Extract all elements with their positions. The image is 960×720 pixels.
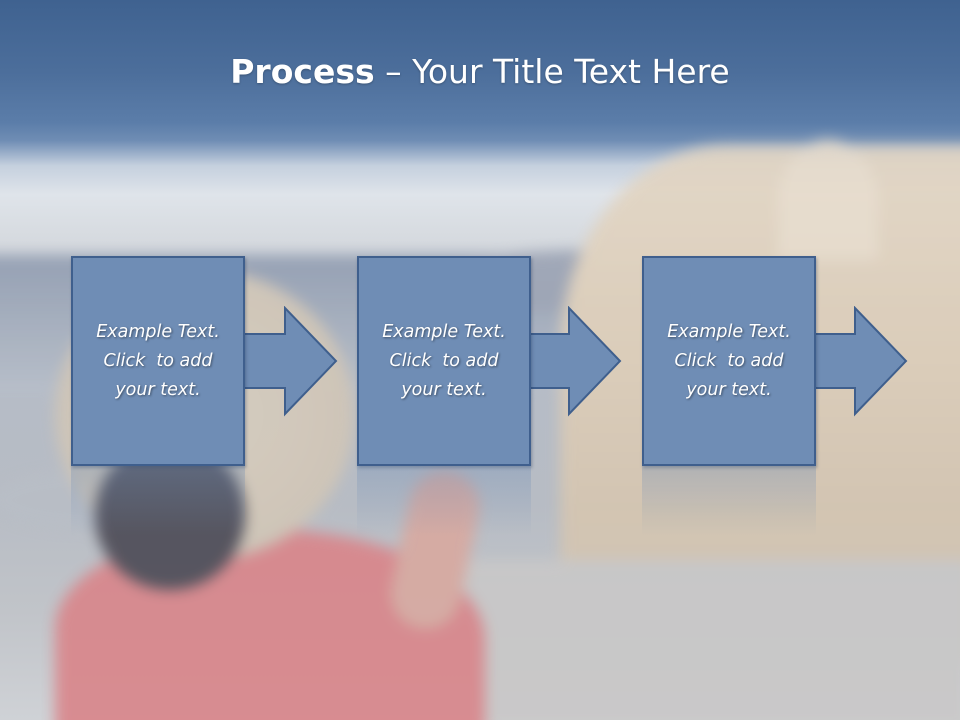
step-box-1[interactable]: Example Text. Click to add your text. xyxy=(71,256,245,466)
step-box-3[interactable]: Example Text. Click to add your text. xyxy=(642,256,816,466)
step-line: your text. xyxy=(686,379,772,400)
title-bold: Process xyxy=(230,52,375,91)
arrow-right-icon xyxy=(801,306,908,417)
step-line: Example Text. xyxy=(667,321,791,342)
step-text: Example Text. Click to add your text. xyxy=(359,318,529,405)
step-reflection xyxy=(71,466,245,536)
step-reflection xyxy=(357,466,531,536)
step-text: Example Text. Click to add your text. xyxy=(73,318,243,405)
title-rest: – Your Title Text Here xyxy=(374,52,730,91)
step-box-2[interactable]: Example Text. Click to add your text. xyxy=(357,256,531,466)
step-line: Click to add xyxy=(103,350,213,371)
step-line: Example Text. xyxy=(382,321,506,342)
step-line: your text. xyxy=(401,379,487,400)
step-line: your text. xyxy=(115,379,201,400)
step-line: Click to add xyxy=(389,350,499,371)
step-text: Example Text. Click to add your text. xyxy=(644,318,814,405)
arrow-right-icon xyxy=(231,306,338,417)
slide-title[interactable]: Process – Your Title Text Here xyxy=(0,52,960,91)
step-reflection xyxy=(642,466,816,536)
step-line: Example Text. xyxy=(96,321,220,342)
step-line: Click to add xyxy=(674,350,784,371)
